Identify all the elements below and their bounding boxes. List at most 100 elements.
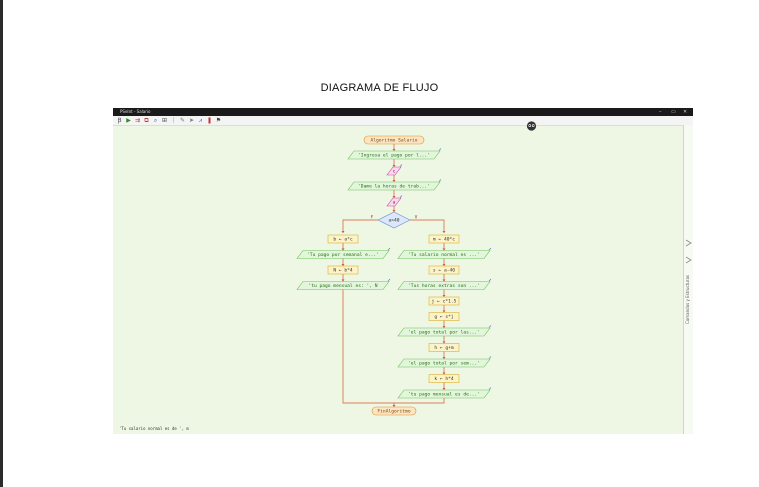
end-node[interactable] (371, 406, 417, 416)
output-node-2[interactable] (347, 181, 441, 191)
output-node-2-output-arrow-icon (438, 179, 442, 182)
edge-arrow (442, 372, 446, 375)
input-node-c-label: c (393, 170, 396, 175)
right-output-8-output-arrow-icon (488, 356, 492, 359)
edge-arrow (341, 231, 345, 233)
right-output-8-label: 'el pago total por sem...' (408, 361, 480, 367)
panel-arrows-icon[interactable] (684, 235, 693, 275)
right-output-1-output-arrow-icon (488, 247, 492, 251)
page-title: DIAGRAMA DE FLUJO (320, 82, 439, 94)
left-proc-0[interactable] (327, 234, 359, 244)
edge-arrow (341, 248, 345, 251)
right-proc-0[interactable] (428, 234, 460, 244)
input-node-a-label: a (393, 201, 396, 206)
grid-icon[interactable]: ⋮ (170, 117, 177, 124)
right-proc-9-label: k ← h*4 (434, 376, 454, 382)
edge-arrow (341, 264, 345, 266)
edge-merge (342, 289, 445, 404)
edge-arrow (442, 388, 446, 390)
branch-false-label: F (371, 215, 374, 221)
input-node-c-output-arrow-icon (399, 164, 403, 167)
panel-label: Comandos y Estructuras (685, 275, 690, 324)
toolbar: Ꞵ ▶⇉⧉ ⌕⊞⋮✎➤⩘❚⚑ (113, 116, 693, 126)
edge-arrow (392, 180, 396, 182)
right-output-1-label: 'Tu salario normal es ...' (408, 252, 480, 258)
left-output-1-output-arrow-icon (387, 247, 391, 251)
right-proc-4[interactable] (428, 296, 460, 306)
layout-icon[interactable]: ⊞ (161, 117, 168, 124)
close-button[interactable]: ✕ (683, 109, 688, 115)
right-proc-4-label: j ← c*1.5 (432, 299, 457, 305)
edge-arrow (442, 264, 446, 266)
start-node-label: Algoritmo Salario (370, 138, 417, 144)
edge-arrow (442, 248, 446, 251)
pointer-icon[interactable]: ➤ (188, 117, 195, 124)
right-proc-5[interactable] (428, 312, 460, 321)
right-proc-7-label: h ← g+m (434, 345, 454, 351)
status-text: 'Tu salario normal es de ', m (119, 426, 189, 431)
maximize-button[interactable]: ▭ (671, 109, 676, 115)
window-title: PSeInt - Salario (120, 109, 151, 114)
input-node-a[interactable] (386, 197, 402, 207)
right-output-10-label: 'tu pago mensual es de...' (408, 392, 480, 398)
edge-true-branch (410, 219, 445, 233)
right-output-6[interactable] (397, 327, 491, 337)
left-proc-2-label: N ← b*4 (333, 268, 353, 274)
left-proc-0-label: b ← a*c (333, 237, 353, 243)
edge-arrow (442, 231, 446, 233)
right-output-8[interactable] (397, 358, 491, 368)
robot-icon[interactable] (526, 121, 537, 131)
edge-arrow (442, 341, 446, 344)
flag-icon[interactable]: ⚑ (215, 117, 222, 124)
right-output-1[interactable] (397, 250, 491, 259)
left-proc-2[interactable] (327, 265, 359, 275)
start-node[interactable] (363, 135, 425, 145)
title-bar: PSeInt - Salario – ▭ ✕ (113, 108, 693, 116)
minimize-button[interactable]: – (659, 109, 662, 115)
condition-node-label: a>40 (388, 218, 399, 224)
edge-arrow (392, 196, 396, 198)
left-output-3-output-arrow-icon (387, 278, 391, 282)
condition-node[interactable] (377, 211, 411, 229)
end-node-label: FinAlgoritmo (377, 409, 410, 415)
input-node-c[interactable] (386, 166, 402, 176)
right-output-6-label: 'el pago total por las...' (408, 330, 480, 336)
edge-arrow (392, 405, 396, 407)
left-output-3[interactable] (296, 281, 390, 290)
right-proc-9[interactable] (428, 374, 460, 383)
step-icon[interactable]: ⇉ (134, 117, 141, 124)
edge-arrow (442, 295, 446, 297)
edge-arrow (442, 326, 446, 328)
right-output-3-label: 'Tus horas extras son ...' (408, 283, 480, 289)
left-output-1-label: 'Tu pago por semanal e...' (307, 252, 379, 258)
export-icon[interactable]: ⧉ (144, 117, 149, 124)
edge-arrow (341, 279, 345, 282)
left-output-1[interactable] (296, 250, 390, 259)
pause-icon[interactable]: ❚ (206, 117, 213, 124)
edge-false-branch (342, 219, 378, 233)
flowchart-canvas: Algoritmo Salario'Ingresa el pago por l.… (296, 135, 492, 416)
output-node-1-output-arrow-icon (438, 148, 442, 151)
right-output-10[interactable] (397, 389, 491, 399)
right-proc-0-label: m ← 40*c (433, 237, 455, 243)
edge-arrow (392, 210, 396, 212)
code-icon[interactable]: Ꞵ (117, 117, 122, 124)
edit-icon[interactable]: ✎ (179, 117, 186, 124)
right-proc-2-label: s ← a-40 (433, 268, 455, 274)
right-proc-2[interactable] (428, 265, 460, 275)
output-node-1[interactable] (347, 150, 441, 160)
run-icon[interactable]: ▶ (126, 117, 131, 124)
branch-true-label: V (415, 215, 418, 221)
edge-arrow (442, 357, 446, 359)
right-output-3-output-arrow-icon (488, 278, 492, 282)
right-output-3[interactable] (397, 281, 491, 290)
right-proc-7[interactable] (428, 343, 460, 352)
pseint-window: PSeInt - Salario – ▭ ✕ Ꞵ ▶⇉⧉ ⌕⊞⋮✎➤⩘❚⚑ Algo… (113, 108, 693, 434)
zoom-icon[interactable]: ⌕ (153, 117, 158, 124)
chart-icon[interactable]: ⩘ (198, 117, 203, 124)
commands-panel[interactable]: Comandos y Estructuras (683, 125, 693, 434)
right-output-6-output-arrow-icon (488, 325, 492, 328)
edge-arrow (442, 279, 446, 282)
left-output-3-label: 'tu pago mensual es: ', N (308, 283, 377, 289)
left-edge (0, 0, 3, 487)
